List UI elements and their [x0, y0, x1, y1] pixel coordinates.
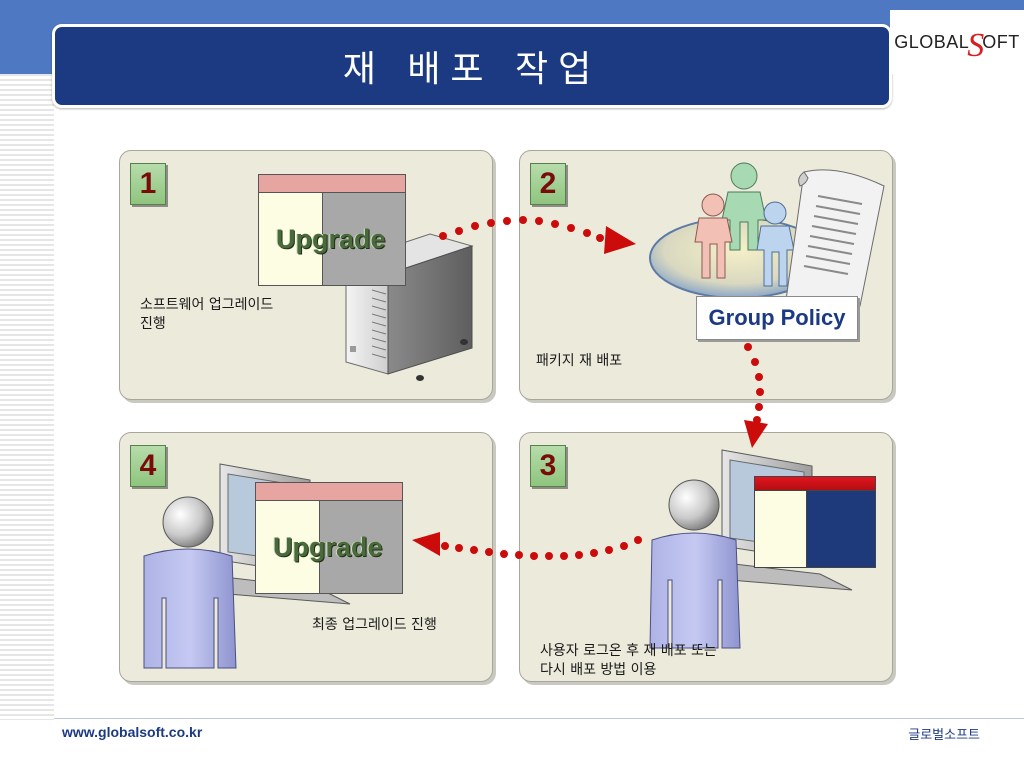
step-1-caption: 소프트웨어 업그레이드 진행: [140, 296, 273, 334]
caption-line: 다시 배포 방법 이용: [540, 662, 657, 678]
window-pane: [755, 491, 807, 567]
footer-company: 글로벌소프트: [908, 728, 980, 743]
title-bar: 재 배포 작업: [52, 24, 892, 108]
slide-title: 재 배포 작업: [342, 49, 602, 90]
window-pane: [322, 193, 405, 285]
step-4-caption: 최종 업그레이드 진행: [312, 616, 437, 635]
step-number-badge-3: 3: [530, 445, 566, 487]
footer-url[interactable]: www.globalsoft.co.kr: [62, 724, 203, 740]
arrow-step1-to-step2: [439, 216, 636, 254]
window-title-bar: [256, 483, 402, 501]
user-person-icon: [143, 496, 237, 669]
upgrade-window: [258, 174, 406, 286]
arrow-step2-to-step3: [744, 343, 768, 448]
caption-line: 소프트웨어 업그레이드: [140, 297, 274, 313]
policy-document-icon: [785, 169, 885, 307]
upgrade-label: Upgrade: [273, 532, 383, 562]
caption-line: 패키지 재 배포: [536, 353, 623, 369]
user-person-icon: [649, 479, 741, 649]
group-policy-label: Group Policy: [696, 296, 858, 340]
upgrade-window: [255, 482, 403, 594]
step-2-caption: 패키지 재 배포: [536, 352, 622, 371]
group-people-icon: [649, 162, 827, 299]
caption-line: 사용자 로그온 후 재 배포 또는: [540, 643, 717, 659]
logo-s: S: [967, 27, 985, 64]
caption-line: 진행: [140, 316, 166, 332]
logo-text-pre: GLOBAL: [894, 31, 970, 52]
window-pane: [319, 501, 402, 593]
step-number-badge-4: 4: [130, 445, 166, 487]
window-title-bar: [755, 477, 875, 491]
upgrade-label: Upgrade: [276, 224, 386, 254]
logo-text-post: OFT: [982, 31, 1020, 52]
footer-divider: [54, 718, 1024, 719]
step-number-badge-1: 1: [130, 163, 166, 205]
deployment-window: [754, 476, 876, 568]
window-title-bar: [259, 175, 405, 193]
arrow-step3-to-step4: [412, 532, 642, 560]
caption-line: 최종 업그레이드 진행: [312, 617, 437, 633]
step-number-badge-2: 2: [530, 163, 566, 205]
step-3-caption: 사용자 로그온 후 재 배포 또는 다시 배포 방법 이용: [540, 642, 717, 680]
decorative-stripes: [0, 74, 54, 720]
